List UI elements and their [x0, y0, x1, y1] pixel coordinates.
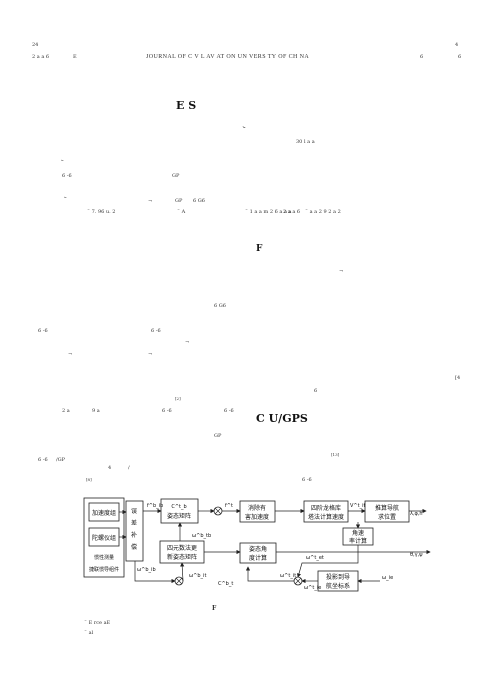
year-left: 2 a a 6	[32, 54, 50, 60]
sensor-group-label: 捷联惯导组件	[89, 566, 119, 573]
body-frag-6: ¬	[68, 351, 73, 357]
issue-number-right: 4	[455, 42, 459, 48]
rk4-label-1: 四阶龙格库	[311, 504, 341, 512]
signal-f-t: f^t	[225, 503, 233, 509]
body-frag-12: 6 -6	[224, 408, 234, 414]
signal-v-t: V^t_it	[350, 503, 365, 509]
footnote-1: ᷅ E rce aE	[87, 620, 111, 626]
signal-w-tb: ω^b_tb	[192, 533, 211, 539]
attitude-angle-label-1: 姿态角	[249, 545, 267, 553]
gyro-label: 陀螺仪组	[92, 534, 116, 542]
body-frag-14: 6 -6	[38, 457, 48, 463]
article-id-1: ᷅ 1 a a m 2 6 a a a	[248, 209, 292, 215]
projection-label-1: 投影到导	[326, 573, 350, 581]
abstract-frag-2: GP	[172, 173, 180, 179]
signal-w-n: ω^b_it	[189, 573, 206, 579]
output-position: λ,φ,h	[410, 511, 423, 517]
error-comp-char-4: 偿	[131, 543, 137, 551]
article-id-2: 2 a a 6	[283, 209, 301, 215]
volume-right-1: 6	[420, 54, 424, 60]
section-heading-f: F	[256, 244, 263, 254]
body-frag-17: /	[128, 465, 130, 471]
citation-13: [13]	[331, 452, 340, 457]
output-attitude: θ,γ,ψ	[410, 552, 423, 558]
accelerometer-label: 加速度组	[92, 509, 116, 517]
article-title: E S	[176, 99, 197, 112]
attitude-matrix-sym: C^t_b	[171, 504, 186, 510]
error-comp-char-1: 误	[131, 507, 137, 515]
body-frag-2: 6 G6	[214, 303, 226, 309]
attitude-angle-label-2: 度计算	[249, 554, 267, 562]
body-frag-1: ¬	[339, 268, 344, 274]
citation-2: [2]	[175, 396, 181, 401]
body-frag-8: 6	[314, 388, 318, 394]
abstract-frag-1: 6 -6	[62, 173, 72, 179]
ins-label: 惯性测量	[94, 554, 114, 561]
body-frag-7: ¬	[148, 351, 153, 357]
journal-title: JOURNAL OF C V L AV AT ON UN VERS TY OF …	[146, 54, 310, 60]
citation-8: [8]	[86, 477, 92, 482]
error-comp-char-3: 补	[131, 531, 137, 539]
body-frag-9: 2 a	[62, 408, 70, 414]
signal-w-ie-input: ω_ie	[382, 575, 393, 581]
eliminate-label-1: 消除有	[248, 504, 266, 512]
body-frag-4: 6 -6	[151, 328, 161, 334]
footnote-2: ᷅ al	[87, 630, 94, 636]
author-affil: 30 l a a	[296, 139, 315, 145]
citation-4: [4	[455, 375, 461, 381]
angular-rate-label-1: 角速	[352, 529, 364, 537]
quaternion-label-1: 四元数法更	[167, 544, 197, 552]
signal-w-it: ω^t_it	[280, 573, 296, 579]
body-frag-11: 6 -6	[162, 408, 172, 414]
figure-caption: F	[212, 605, 217, 612]
attitude-matrix-box	[160, 498, 199, 524]
angular-rate-label-2: 率计算	[349, 537, 367, 545]
doc-code: ᷅ A	[180, 209, 186, 215]
signal-w-et: ω^t_et	[306, 555, 324, 561]
quaternion-label-2: 新姿态矩阵	[167, 553, 197, 561]
projection-label-2: 航坐标系	[326, 582, 350, 590]
body-frag-5: ¬	[185, 339, 190, 345]
body-frag-18: 6 -6	[302, 477, 312, 483]
eliminate-label-2: 害加速度	[245, 513, 269, 521]
clc-number: ᷅ 7. 96 u. 2	[90, 209, 116, 215]
article-id-3: ᷅ a a 2 9 2 a 2	[308, 209, 341, 215]
rk4-label-2: 塔法计算速度	[308, 513, 344, 521]
keywords-frag-2: GP	[175, 198, 183, 204]
keywords-frag-1: ¬	[148, 198, 153, 204]
nav-position-label-2: 求位置	[378, 513, 396, 521]
signal-c-tb: C^b_t	[218, 581, 233, 587]
page-number-left: 24	[32, 42, 39, 48]
body-frag-10: 9 a	[92, 408, 100, 414]
section-heading-cu-gps: C U/GPS	[256, 412, 308, 425]
keywords-frag-3: 6 G6	[193, 198, 205, 204]
body-frag-16: 4	[108, 465, 112, 471]
error-comp-box	[125, 500, 144, 562]
body-frag-15: /GP	[56, 457, 66, 463]
issue-left: E	[73, 54, 77, 60]
attitude-matrix-label: 姿态矩阵	[167, 512, 191, 520]
body-frag-13: GP	[214, 433, 222, 439]
sins-block-diagram: 加速度组 陀螺仪组 惯性测量 捷联惯导组件 误 差 补 偿 C^t_b 姿态矩阵…	[83, 497, 431, 592]
error-comp-char-2: 差	[131, 519, 137, 527]
volume-right-2: 6	[458, 54, 462, 60]
signal-w-ie: ω^t_ie	[304, 585, 321, 591]
signal-f-b: f^b_ib	[147, 503, 163, 509]
signal-w-b: ω^b_ib	[137, 567, 156, 573]
body-frag-3: 6 -6	[38, 328, 48, 334]
nav-position-label-1: 推算导航	[375, 504, 399, 512]
